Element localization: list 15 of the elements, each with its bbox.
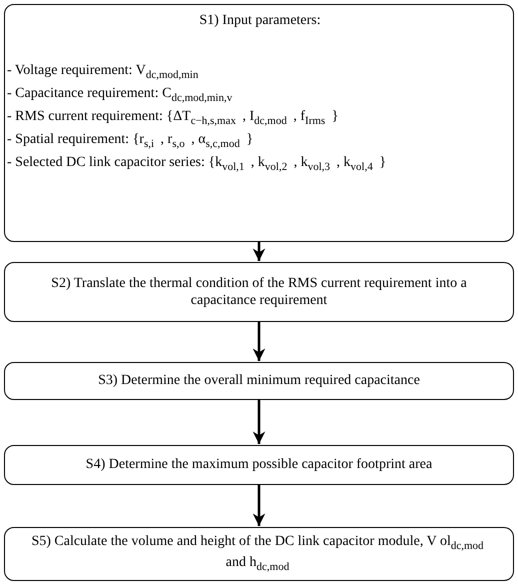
parameter-line: - Spatial requirement: {r$_{s,i}$ , r$_{s,o}$ , α$_{s,c,mod}$ } [7,132,254,151]
process-box: S5) Calculate the volume and height of the DC link capacitor module, V ol$_{dc,mod}$ and h$_{dc,mod}$ [4,527,514,581]
arrow [252,322,266,361]
process-box: S3) Determine the overall minimum required capacitance [4,362,514,400]
parameter-line: - Voltage requirement: V$_{dc,mod,min}$ [7,63,200,82]
process-box [4,4,514,242]
parameter-line: - Capacitance requirement: C$_{dc,mod,min,v}$ [7,86,234,105]
arrow [252,485,266,526]
parameter-line: - RMS current requirement: {ΔT$_{c−h,s,max}$ , I$_{dc,mod}$ , f$_{Irms}$ } [7,108,338,128]
process-box: S2) Translate the thermal condition of the RMS current requirement into a capacitance requirement [4,262,514,322]
arrow [252,242,266,261]
process-box: S4) Determine the maximum possible capacitor footprint area [4,445,514,485]
parameter-line: - Selected DC link capacitor series: {k$_{vol,1}$ , k$_{vol,2}$ , k$_{vol,3}$ , k$_{vol,4}$ } [7,154,386,174]
arrow [252,400,266,444]
step-heading: S1) Input parameters: [199,13,321,29]
